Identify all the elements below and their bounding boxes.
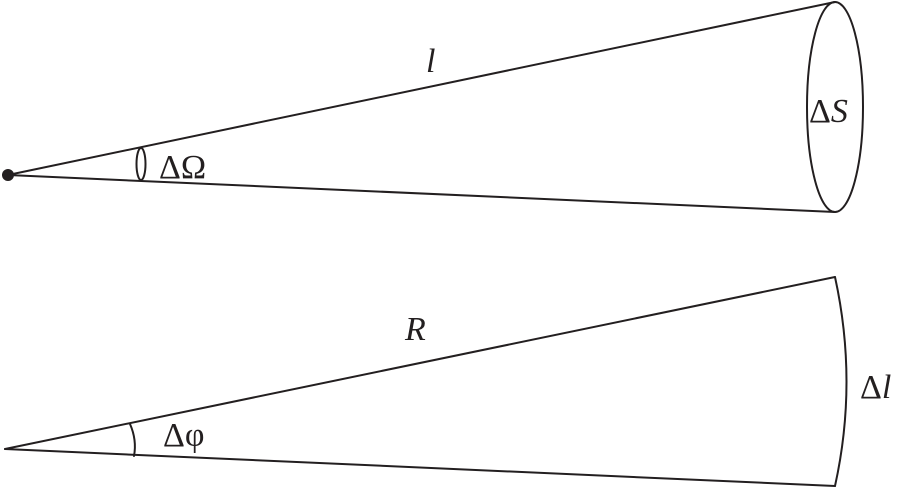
sector-arc bbox=[834, 276, 848, 487]
slant-length-label: l bbox=[426, 43, 435, 80]
label-glyph: Δ bbox=[809, 93, 831, 130]
angle-label: Δφ bbox=[163, 417, 205, 454]
sector-lower-edge bbox=[4, 448, 836, 487]
cone-base-ellipse bbox=[806, 1, 864, 213]
cone-upper-edge bbox=[7, 1, 836, 176]
angle-marker-arc bbox=[129, 423, 136, 457]
arc-length-label: Δl bbox=[860, 369, 891, 406]
label-glyph: S bbox=[831, 93, 848, 130]
solid-angle-marker bbox=[135, 147, 147, 181]
cone-figure: l ΔΩ ΔS bbox=[2, 1, 864, 213]
cone-lower-edge bbox=[7, 174, 836, 213]
label-glyph: l bbox=[882, 369, 891, 406]
base-area-label: ΔS bbox=[809, 93, 848, 130]
sector-figure: R Δφ Δl bbox=[4, 276, 891, 487]
solid-angle-label: ΔΩ bbox=[159, 149, 206, 186]
radius-label: R bbox=[404, 311, 426, 348]
sector-upper-edge bbox=[4, 276, 836, 450]
label-glyph: Δ bbox=[860, 369, 882, 406]
